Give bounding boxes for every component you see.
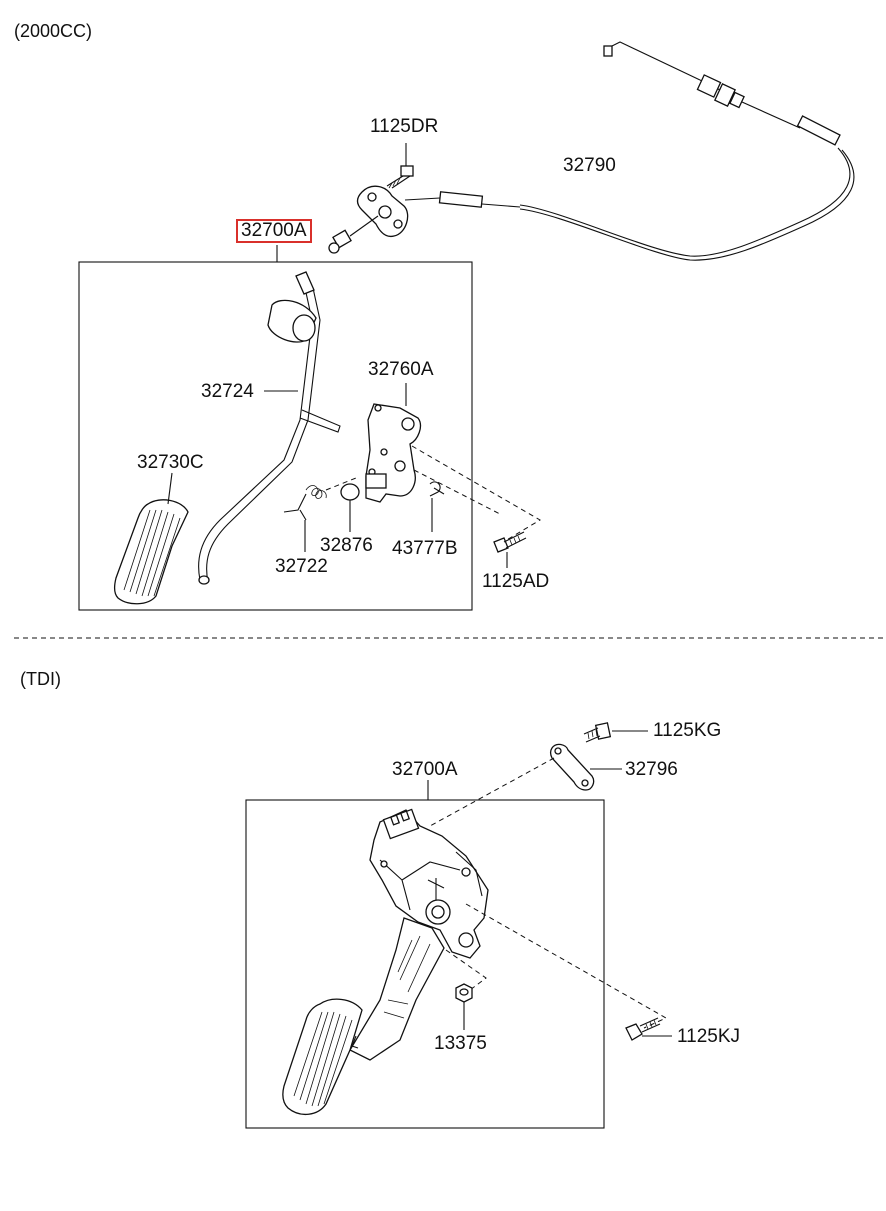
part-label-32760A: 32760A xyxy=(368,359,434,380)
part-label-32790: 32790 xyxy=(563,155,616,176)
part-label-32730C: 32730C xyxy=(137,452,204,473)
assembly-box-32700A-tdi xyxy=(245,799,605,1129)
part-label-13375: 13375 xyxy=(434,1033,487,1054)
bolt-1125KG-icon xyxy=(583,722,648,743)
part-label-32876: 32876 xyxy=(320,535,373,556)
part-label-1125KJ: 1125KJ xyxy=(677,1026,741,1047)
bolt-1125DR-icon xyxy=(386,143,414,189)
section-2000cc-drawing xyxy=(78,41,855,611)
plate-32796-icon xyxy=(429,743,622,827)
nut-13375-icon xyxy=(445,949,487,1030)
bushing-32876-icon xyxy=(340,483,360,532)
pedal-arm-32724 xyxy=(198,271,341,585)
section-tdi-drawing xyxy=(245,722,672,1129)
part-label-1125KG: 1125KG xyxy=(653,720,722,741)
part-label-32796: 32796 xyxy=(625,759,678,780)
spring-32722-icon xyxy=(283,477,357,552)
clip-43777B-icon xyxy=(429,481,445,532)
part-label-43777B: 43777B xyxy=(392,538,458,559)
bolt-1125KJ-icon xyxy=(465,903,672,1041)
part-label-32724: 32724 xyxy=(201,381,254,402)
accelerator-cable-32790 xyxy=(404,41,855,261)
part-label-32700A-tdi: 32700A xyxy=(392,759,458,780)
bracket-32760A xyxy=(365,383,422,503)
part-label-32722: 32722 xyxy=(275,556,328,577)
pedal-assembly-tdi xyxy=(282,808,489,1115)
part-label-1125AD: 1125AD xyxy=(482,571,550,592)
section-title-tdi: (TDI) xyxy=(20,669,61,689)
pedal-pad-32730C xyxy=(114,472,189,605)
part-label-32700A-highlighted[interactable]: 32700A xyxy=(236,219,312,243)
assembly-box-32700A xyxy=(78,261,473,611)
section-title-2000cc: (2000CC) xyxy=(14,21,93,41)
cable-bracket xyxy=(328,185,409,254)
part-label-1125DR: 1125DR xyxy=(370,116,439,137)
bolt-1125AD-icon xyxy=(411,445,541,568)
